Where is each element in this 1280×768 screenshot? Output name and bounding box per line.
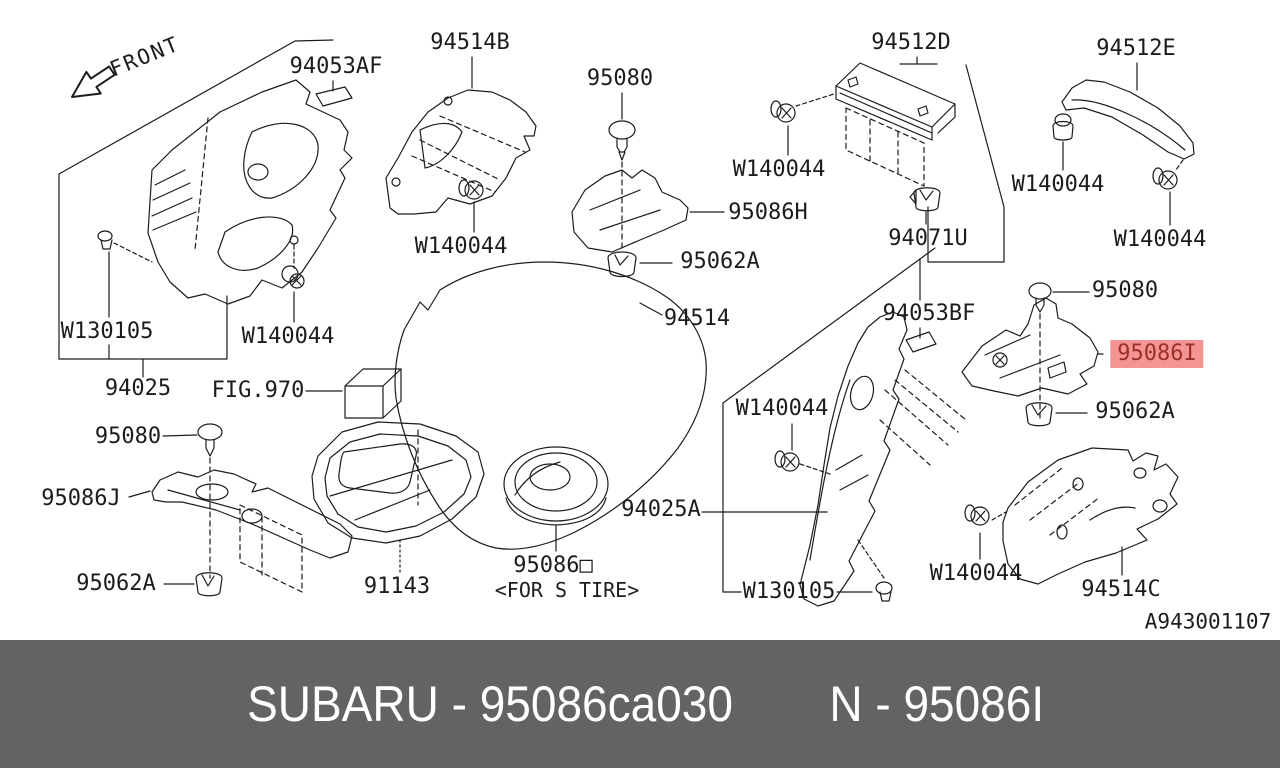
diagram-id: A943001107 (1144, 609, 1272, 634)
part-label-w140044-6[interactable]: W140044 (735, 396, 829, 421)
part-note-for-s-tire: <FOR S TIRE> (494, 578, 640, 602)
part-label-94053bf[interactable]: 94053BF (882, 301, 976, 326)
part-label-w140044-7[interactable]: W140044 (929, 561, 1023, 586)
part-label-95080-right[interactable]: 95080 (1091, 278, 1159, 303)
part-label-94025a[interactable]: 94025A (621, 497, 701, 522)
part-label-95080-top[interactable]: 95080 (586, 66, 654, 91)
part-drawing-95086H (571, 92, 725, 278)
part-drawing-94514C (964, 447, 1179, 585)
part-label-95086h[interactable]: 95086H (728, 200, 808, 225)
part-drawing-94025A (701, 247, 967, 607)
part-label-94514[interactable]: 94514 (663, 306, 731, 331)
part-label-94514b[interactable]: 94514B (430, 30, 510, 55)
part-drawing-94514B (385, 56, 537, 233)
part-label-fig970[interactable]: FIG.970 (211, 378, 305, 403)
part-label-w140044-3[interactable]: W140044 (1113, 227, 1207, 252)
caption-bar: SUBARU - 95086ca030 N - 95086I (0, 640, 1280, 768)
part-label-w140044-2[interactable]: W140044 (1011, 172, 1105, 197)
part-label-94071u[interactable]: 94071U (888, 226, 968, 251)
boundary-left (58, 39, 334, 378)
part-label-94514c[interactable]: 94514C (1081, 577, 1161, 602)
part-drawing-91143 (311, 421, 485, 573)
part-label-94025[interactable]: 94025 (104, 376, 172, 401)
part-drawing-95086-dish (503, 446, 609, 552)
part-label-91143[interactable]: 91143 (363, 574, 431, 599)
part-label-w130105-2[interactable]: W130105 (742, 579, 836, 604)
caption-ref-code: N - 95086I (829, 676, 1045, 732)
part-label-95086-box[interactable]: 95086□ (513, 553, 593, 578)
part-label-94512d[interactable]: 94512D (871, 30, 951, 55)
part-label-94053af[interactable]: 94053AF (289, 54, 383, 79)
part-label-95062a-1[interactable]: 95062A (680, 249, 760, 274)
part-label-w140044-4[interactable]: W140044 (414, 234, 508, 259)
part-drawing-fig970 (305, 368, 402, 419)
caption-part-code: SUBARU - 95086ca030 (247, 676, 734, 732)
part-drawing-94025 (97, 79, 353, 305)
part-drawing-95086I (961, 282, 1104, 427)
part-drawing-95086J (128, 423, 353, 597)
part-label-95086i-highlighted[interactable]: 95086I (1110, 340, 1204, 368)
part-label-95062a-2[interactable]: 95062A (76, 571, 156, 596)
part-label-w140044-5[interactable]: W140044 (241, 324, 335, 349)
part-label-95062a-3[interactable]: 95062A (1095, 399, 1175, 424)
part-drawing-94512D (770, 56, 1005, 263)
part-drawing-94512E (1052, 62, 1195, 226)
front-arrow-icon (71, 65, 116, 98)
part-label-95086j[interactable]: 95086J (41, 486, 121, 511)
part-label-w130105-1[interactable]: W130105 (60, 319, 154, 344)
part-label-94512e[interactable]: 94512E (1096, 36, 1176, 61)
part-label-95080-left[interactable]: 95080 (94, 424, 162, 449)
part-label-w140044-1[interactable]: W140044 (732, 157, 826, 182)
